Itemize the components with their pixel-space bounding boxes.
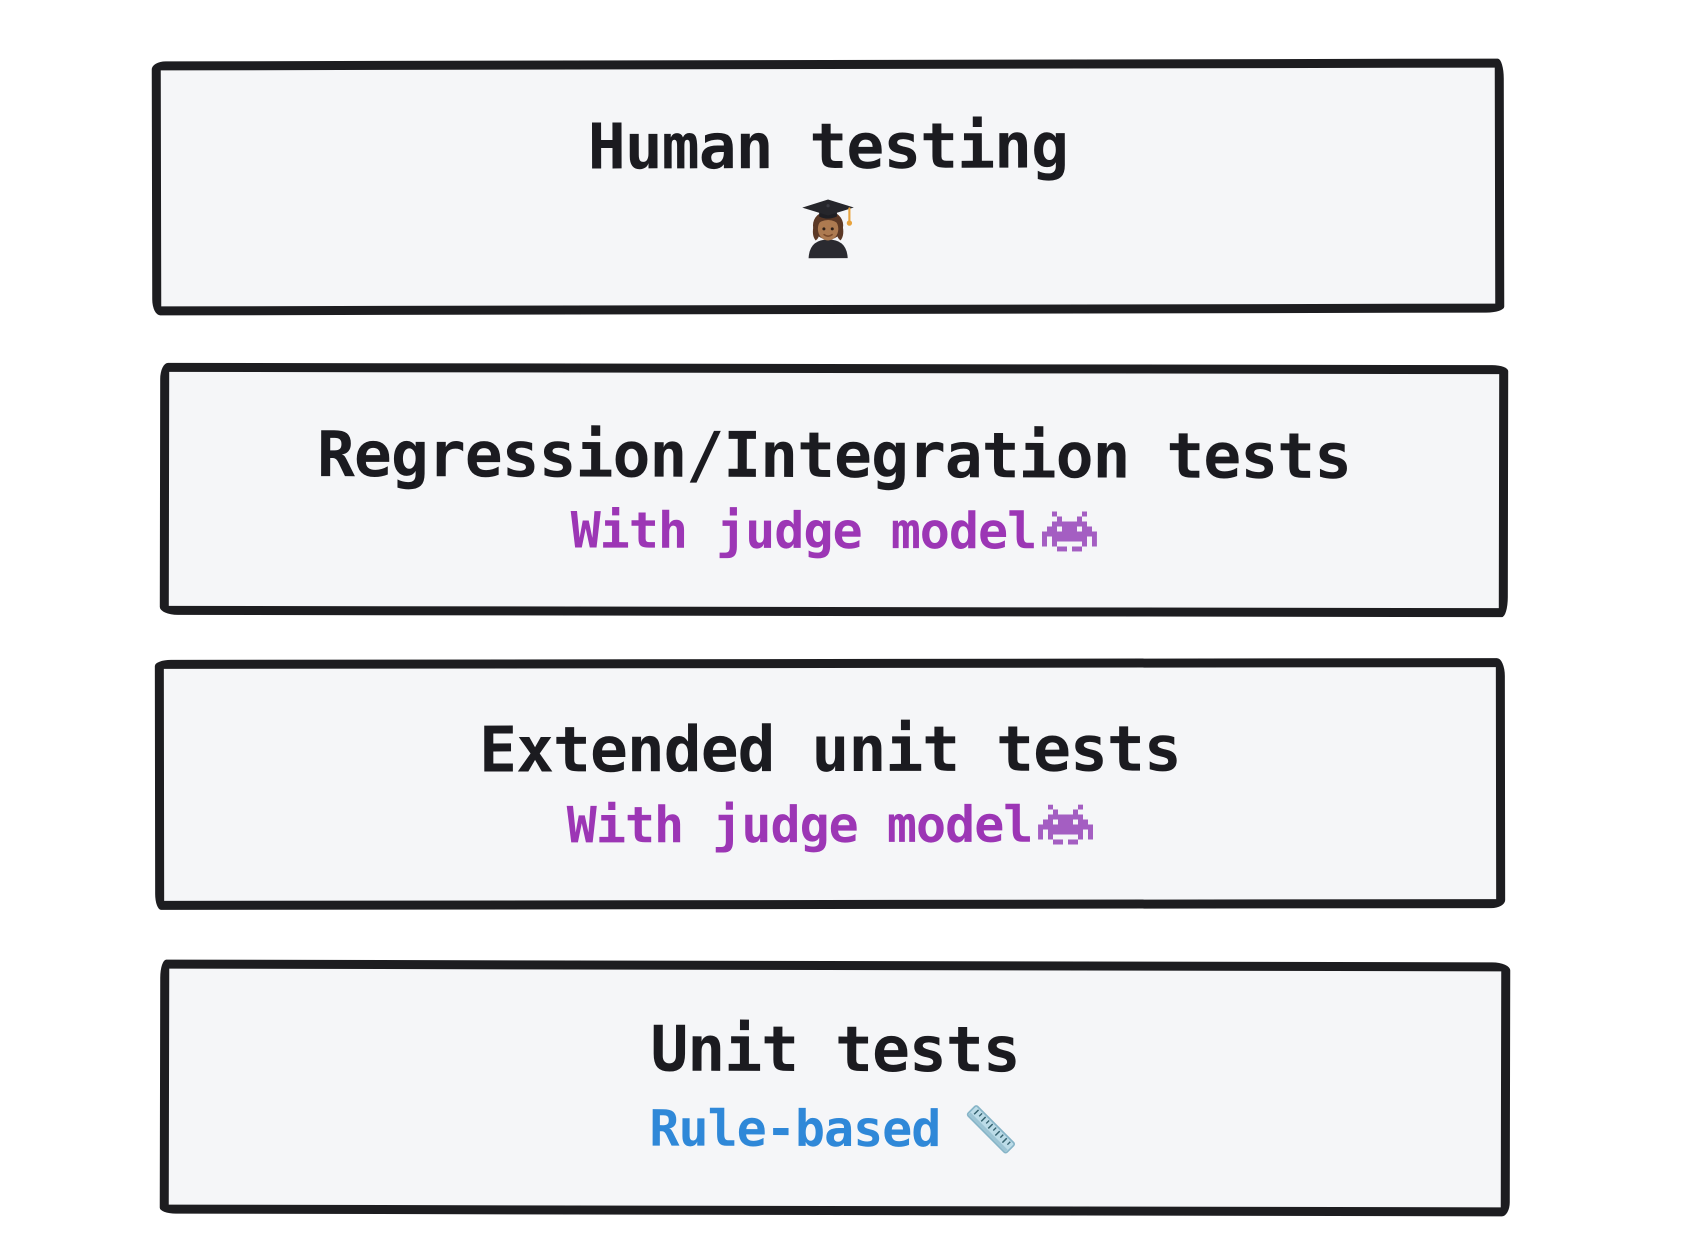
alien-monster-emoji-icon — [1042, 511, 1098, 552]
level-title: Unit tests — [650, 1012, 1020, 1087]
level-title: Regression/Integration tests — [316, 417, 1352, 493]
subtitle-text: With judge model — [570, 501, 1037, 561]
level-subtitle: Rule-based — [649, 1099, 1020, 1160]
alien-monster-emoji-icon — [1038, 804, 1094, 845]
level-subtitle: With judge model — [570, 501, 1098, 561]
straight-ruler-emoji-icon — [960, 1099, 1020, 1159]
level-subtitle: With judge model — [566, 795, 1094, 855]
subtitle-text: Rule-based — [649, 1099, 941, 1159]
box-regression-integration-tests: Regression/Integration tests With judge … — [159, 362, 1509, 618]
level-title: Extended unit tests — [479, 712, 1181, 787]
subtitle-text: With judge model — [566, 795, 1033, 855]
level-title: Human testing — [587, 109, 1069, 184]
box-human-testing: Human testing — [151, 58, 1505, 316]
box-unit-tests: Unit tests Rule-based — [159, 959, 1511, 1217]
box-extended-unit-tests: Extended unit tests With judge model — [154, 658, 1506, 910]
person-student-emoji-icon — [796, 196, 860, 260]
